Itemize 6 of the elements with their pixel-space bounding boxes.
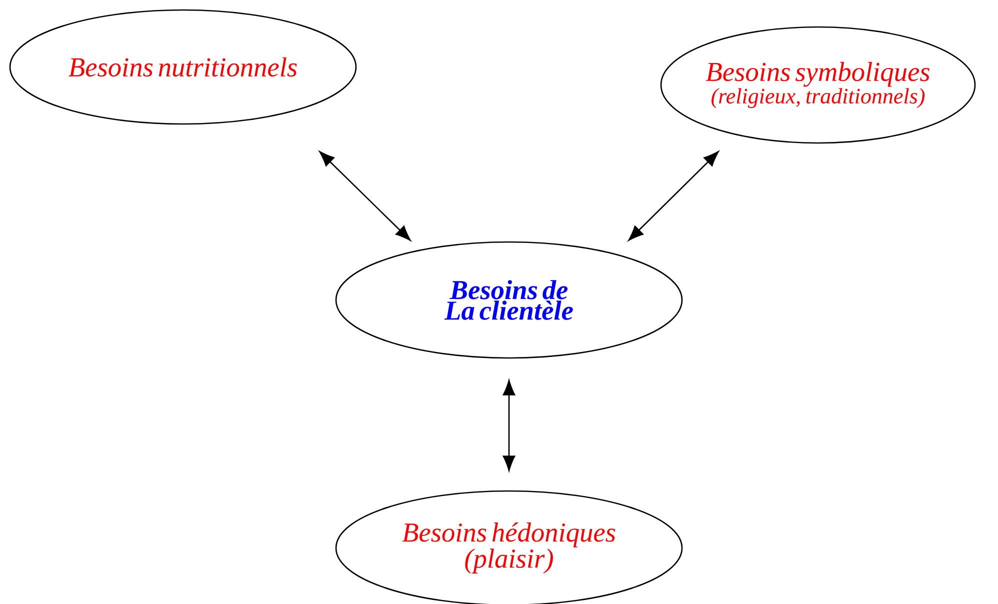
ellipse-node: Besoins nutritionnels bbox=[9, 9, 357, 125]
double-arrow bbox=[628, 151, 719, 241]
double-arrow bbox=[502, 380, 516, 471]
ellipse-node: Besoins symboliques (religieux, traditionnels) bbox=[660, 26, 976, 144]
double-arrow bbox=[319, 151, 411, 241]
ellipse-node: Besoins de La clientèle bbox=[335, 241, 683, 359]
